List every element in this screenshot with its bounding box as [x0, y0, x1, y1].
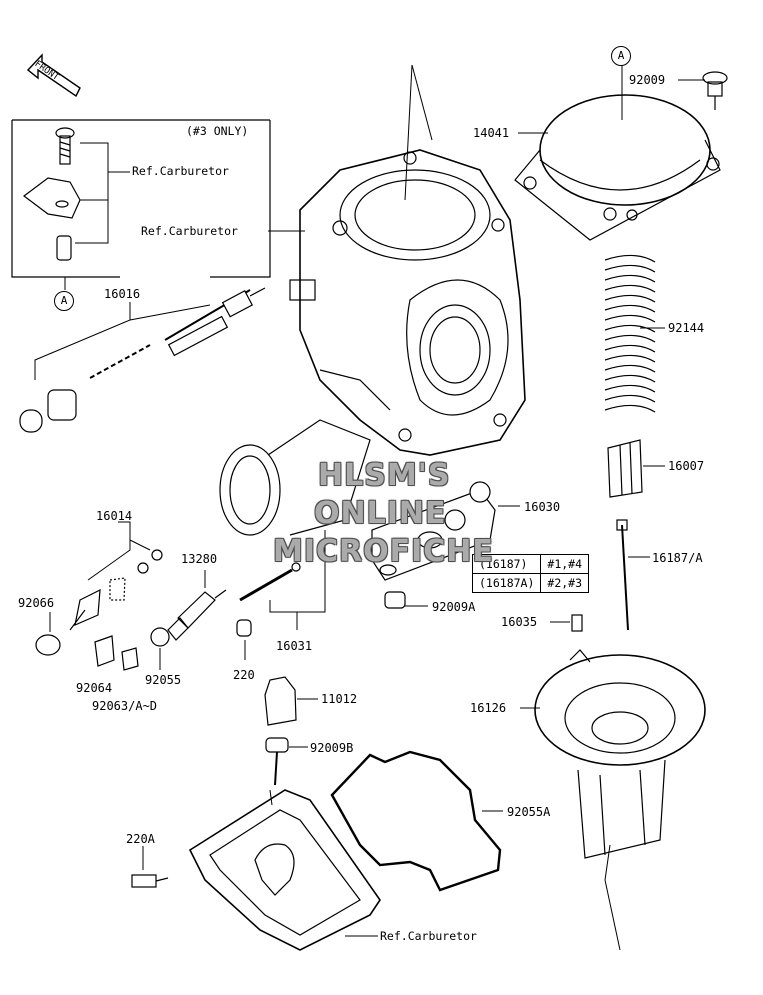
cap-part [35, 634, 61, 656]
part-label-16014[interactable]: 16014 [96, 509, 133, 523]
part-label-16035[interactable]: 16035 [501, 615, 538, 629]
part-label-92066[interactable]: 92066 [18, 596, 55, 610]
reference-circle-a-right: A [611, 46, 631, 66]
part-label-16007[interactable]: 16007 [668, 459, 705, 473]
watermark-line-1: HLSM'S [318, 458, 451, 493]
gasket-part [330, 750, 502, 892]
part-label-16031[interactable]: 16031 [276, 639, 313, 653]
diaphragm-piston-part [534, 649, 706, 859]
float-bowl-part [188, 789, 381, 951]
intake-elbow [219, 419, 371, 536]
ref-carburetor-label-1[interactable]: Ref.Carburetor [132, 164, 229, 178]
part-label-14041[interactable]: 14041 [473, 126, 510, 140]
small-screw-part [571, 614, 583, 632]
screw-part [55, 127, 75, 165]
part-label-16016[interactable]: 16016 [104, 287, 141, 301]
screw-92009a-part [384, 591, 406, 609]
part-label-16126[interactable]: 16126 [470, 701, 507, 715]
part-label-92144[interactable]: 92144 [668, 321, 705, 335]
part-label-220A[interactable]: 220A [126, 832, 155, 846]
three-only-label: (#3 ONLY) [186, 124, 249, 138]
collar-part [56, 235, 72, 261]
part-label-13280[interactable]: 13280 [181, 552, 218, 566]
ref-carburetor-label-3[interactable]: Ref.Carburetor [380, 929, 477, 943]
reference-circle-a-left: A [54, 291, 74, 311]
jet-parts [94, 635, 139, 671]
part-label-220[interactable]: 220 [233, 668, 255, 682]
table-row: (16187A) #2,#3 [471, 573, 590, 593]
table-cell-cylinders: #2,#3 [540, 573, 590, 593]
bracket-part [23, 177, 81, 219]
carburetor-body [289, 149, 526, 456]
jet-needle-part [616, 519, 629, 631]
part-label-92009A[interactable]: 92009A [432, 600, 476, 614]
part-label-92009[interactable]: 92009 [629, 73, 666, 87]
part-label-16030[interactable]: 16030 [524, 500, 561, 514]
spring-part [604, 254, 656, 413]
table-row: (16187) #1,#4 [471, 554, 590, 574]
part-label-16187A[interactable]: 16187/A [652, 551, 703, 565]
choke-rod-part [239, 562, 301, 602]
part-label-11012[interactable]: 11012 [321, 692, 358, 706]
ref-carburetor-label-2[interactable]: Ref.Carburetor [141, 224, 238, 238]
idle-adjuster-assembly [19, 287, 266, 433]
top-cover-part [514, 94, 721, 241]
part-label-92064[interactable]: 92064 [76, 681, 113, 695]
part-label-92063[interactable]: 92063/A~D [92, 699, 158, 713]
o-ring-part [150, 627, 170, 647]
needle-holder-part [607, 439, 643, 498]
part-label-92055A[interactable]: 92055A [507, 805, 551, 819]
needle-application-table: (16187) #1,#4 (16187A) #2,#3 [471, 554, 590, 593]
screw-220-part [236, 619, 252, 637]
screw-220a-part [131, 874, 169, 888]
front-arrow-icon [26, 53, 81, 98]
three-only-bracket [11, 119, 271, 278]
screw-92009b-part [265, 737, 289, 786]
watermark-line-2: ONLINE [314, 496, 447, 531]
watermark-line-3: MICROFICHE [273, 534, 494, 569]
pilot-screw-group [69, 549, 163, 631]
part-label-92009B[interactable]: 92009B [310, 741, 354, 755]
table-cell-part: (16187A) [471, 573, 542, 593]
part-label-92055[interactable]: 92055 [145, 673, 182, 687]
choke-plate-part [371, 481, 496, 581]
table-cell-cylinders: #1,#4 [540, 554, 590, 574]
jet-holder-part [167, 589, 227, 641]
cap-11012-part [264, 676, 297, 726]
screw-92009-part [702, 71, 728, 110]
